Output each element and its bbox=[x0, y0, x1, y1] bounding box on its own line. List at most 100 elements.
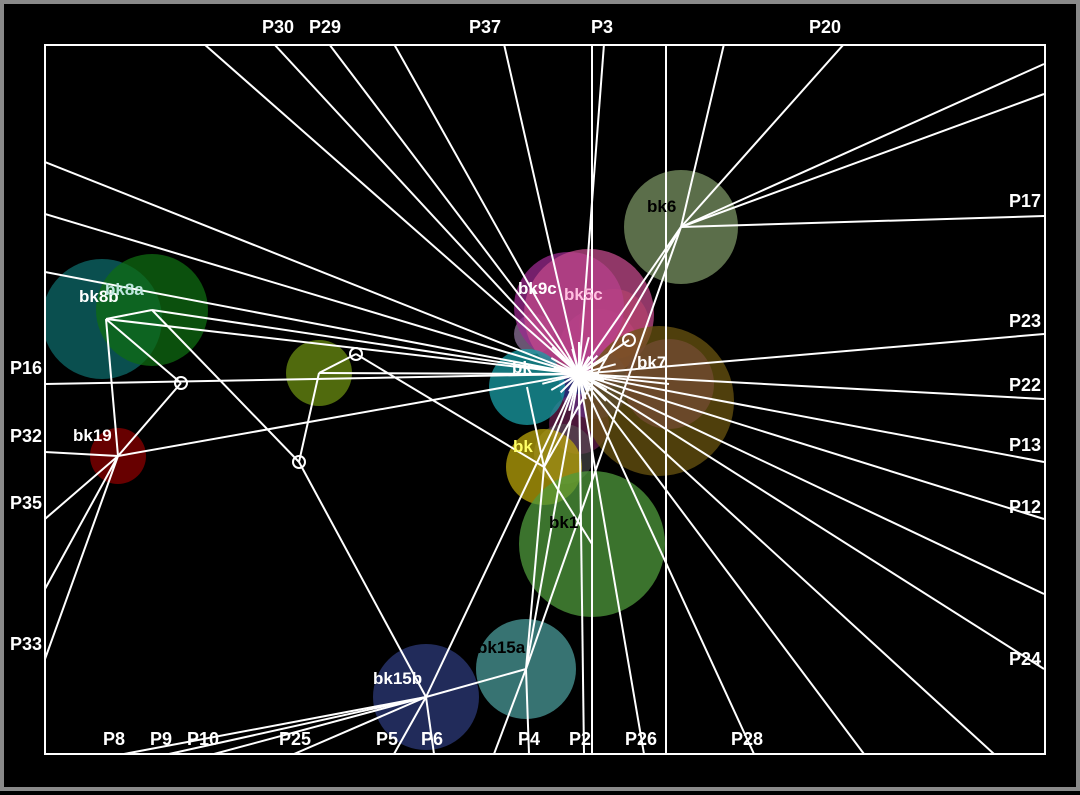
pin-label-p32: P32 bbox=[10, 426, 42, 446]
net-wire bbox=[578, 333, 1045, 375]
net-wire bbox=[525, 668, 530, 754]
pin-label-p6: P6 bbox=[421, 729, 443, 749]
pin-label-p28: P28 bbox=[731, 729, 763, 749]
net-wire bbox=[567, 357, 608, 382]
net-wire bbox=[553, 366, 590, 378]
net-wire bbox=[45, 213, 580, 375]
net-wire bbox=[680, 45, 845, 228]
net-wire bbox=[355, 353, 545, 468]
net-wire bbox=[45, 455, 119, 660]
pin-label-p5: P5 bbox=[376, 729, 398, 749]
net-wire bbox=[525, 466, 545, 670]
pin-label-p8: P8 bbox=[103, 729, 125, 749]
net-wire bbox=[298, 461, 427, 698]
pin-label-p17: P17 bbox=[1009, 191, 1041, 211]
block-label-bk8a: bk8a bbox=[105, 280, 144, 299]
net-wire bbox=[45, 161, 580, 375]
net-wire bbox=[543, 466, 593, 545]
net-wire bbox=[525, 373, 580, 670]
net-wire bbox=[680, 215, 1045, 228]
net-wire bbox=[45, 455, 119, 590]
net-wire bbox=[525, 226, 682, 670]
pin-label-p24: P24 bbox=[1009, 649, 1041, 669]
block-label-bk_yellow: bk bbox=[513, 437, 533, 456]
net-wire bbox=[574, 337, 590, 389]
block-label-bk_teal: bk bbox=[512, 358, 532, 377]
net-wire bbox=[151, 309, 300, 463]
net-wire bbox=[425, 668, 527, 698]
junction-point bbox=[349, 347, 363, 361]
junction-point bbox=[174, 376, 188, 390]
net-wire bbox=[123, 696, 427, 754]
net-wire bbox=[578, 373, 645, 754]
net-wire bbox=[543, 373, 580, 468]
net-wire bbox=[578, 373, 1045, 520]
net-wire bbox=[578, 373, 1045, 595]
net-wire bbox=[203, 45, 580, 375]
net-wire bbox=[578, 373, 1045, 670]
pin-label-p37: P37 bbox=[469, 17, 501, 37]
pin-label-p20: P20 bbox=[809, 17, 841, 37]
net-wire bbox=[393, 696, 427, 754]
net-wire bbox=[45, 451, 119, 457]
net-wire bbox=[680, 45, 725, 228]
net-wire bbox=[213, 696, 427, 754]
net-wire bbox=[578, 373, 865, 754]
net-wire bbox=[571, 348, 583, 385]
block-label-bk15b: bk15b bbox=[373, 669, 422, 688]
net-wire bbox=[273, 45, 580, 375]
net-wire bbox=[45, 271, 580, 375]
net-wire bbox=[578, 373, 1045, 400]
net-wire bbox=[578, 373, 995, 754]
pin-label-p33: P33 bbox=[10, 634, 42, 654]
pin-label-p23: P23 bbox=[1009, 311, 1041, 331]
net-wire bbox=[117, 382, 182, 457]
block-label-bk15a: bk15a bbox=[477, 638, 526, 657]
block-bk_brownbig bbox=[584, 326, 734, 476]
net-wire bbox=[105, 318, 182, 384]
net-wire bbox=[578, 226, 682, 375]
junction-point bbox=[292, 455, 306, 469]
net-wire bbox=[105, 309, 153, 320]
pin-label-p22: P22 bbox=[1009, 375, 1041, 395]
net-wire bbox=[393, 45, 580, 375]
pin-label-p2: P2 bbox=[569, 729, 591, 749]
block-label-bk8b: bk8b bbox=[79, 287, 119, 306]
net-wire bbox=[45, 455, 119, 520]
pin-label-p3: P3 bbox=[591, 17, 613, 37]
block-label-bk1: bk1 bbox=[549, 513, 578, 532]
net-wire bbox=[151, 309, 580, 375]
net-wire bbox=[578, 373, 585, 754]
net-wire bbox=[578, 373, 670, 385]
net-wire bbox=[551, 346, 591, 386]
net-wire bbox=[328, 45, 580, 375]
pin-label-p4: P4 bbox=[518, 729, 540, 749]
pin-label-p13: P13 bbox=[1009, 435, 1041, 455]
net-wire bbox=[493, 668, 527, 754]
net-wire bbox=[293, 696, 427, 754]
net-wire bbox=[298, 372, 320, 463]
net-wire bbox=[526, 386, 545, 468]
block-label-bk5c: bk5c bbox=[564, 285, 603, 304]
block-label-bk6: bk6 bbox=[647, 197, 676, 216]
block-label-bk19: bk19 bbox=[73, 426, 112, 445]
pin-label-p29: P29 bbox=[309, 17, 341, 37]
placement-boundary bbox=[44, 44, 1046, 755]
net-wire bbox=[578, 373, 1045, 463]
junction-point bbox=[622, 333, 636, 347]
net-wire bbox=[168, 696, 427, 754]
net-wire bbox=[543, 226, 682, 468]
pin-label-p25: P25 bbox=[279, 729, 311, 749]
net-wire bbox=[105, 318, 119, 457]
pin-label-p16: P16 bbox=[10, 358, 42, 378]
net-wire bbox=[680, 63, 1045, 228]
block-label-bk9c: bk9c bbox=[518, 279, 557, 298]
block-label-bk7: bk7 bbox=[637, 353, 666, 372]
net-wire bbox=[425, 373, 580, 698]
pin-label-p35: P35 bbox=[10, 493, 42, 513]
net-wire bbox=[564, 363, 616, 379]
net-wire bbox=[117, 373, 580, 457]
pin-label-p9: P9 bbox=[150, 729, 172, 749]
net-wire bbox=[105, 318, 580, 375]
